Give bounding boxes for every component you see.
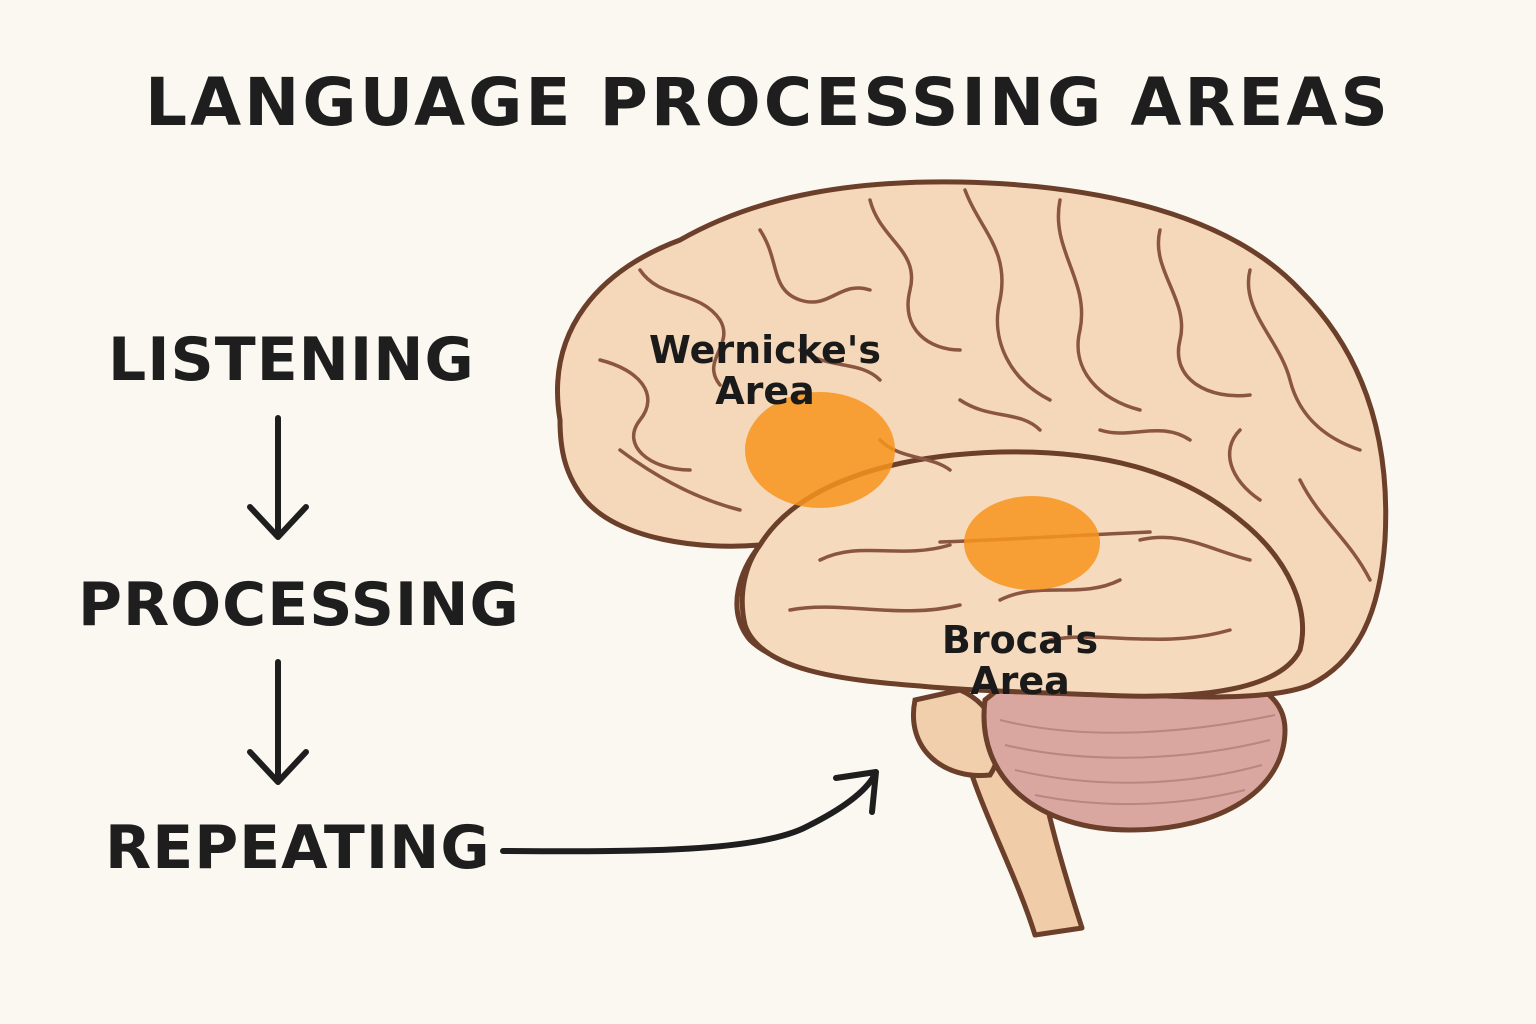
down-arrow-icon — [247, 659, 309, 785]
broca-area-highlight — [964, 496, 1100, 590]
flow-step-processing: PROCESSING — [78, 570, 520, 640]
flow-step-repeating: REPEATING — [105, 813, 491, 883]
wernicke-area-highlight — [745, 392, 895, 508]
broca-area-label: Broca's Area — [915, 618, 1125, 704]
down-arrow-icon — [247, 415, 309, 540]
wernicke-label-line2: Area — [715, 369, 815, 414]
wernicke-label-line1: Wernicke's — [649, 328, 881, 372]
broca-label-line1: Broca's — [941, 618, 1099, 662]
wernicke-area-label: Wernicke's Area — [640, 328, 890, 414]
flow-step-listening: LISTENING — [108, 325, 475, 395]
broca-label-line2: Area — [970, 659, 1070, 704]
curved-arrow-icon — [500, 769, 879, 855]
page-title: LANGUAGE PROCESSING AREAS — [145, 64, 1391, 141]
